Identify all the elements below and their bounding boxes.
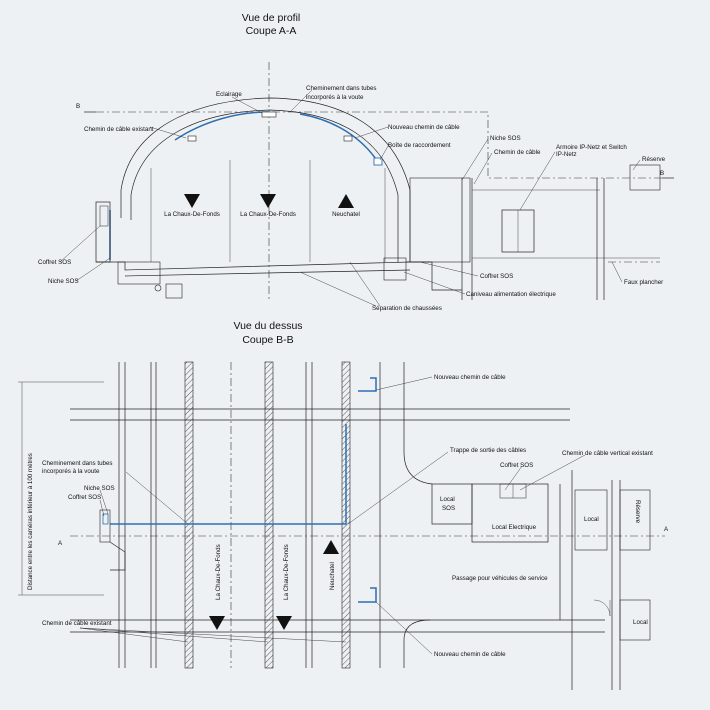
top-arrow-down-icon-2	[276, 616, 292, 630]
road-base	[124, 269, 411, 277]
top-leaders	[79, 376, 586, 655]
local-room-bottom	[619, 599, 651, 641]
top-new-cable-upper	[358, 377, 377, 392]
sos-niche-box	[95, 201, 111, 263]
section-line-b	[96, 111, 662, 179]
label-cheminement-top-1: Cheminement dans tubes	[42, 460, 113, 467]
niche-room	[409, 177, 471, 263]
label-coffret-sos-top: Coffret SOS	[68, 494, 101, 501]
profile-leaders	[59, 89, 641, 307]
profile-view: B B La Chaux-De-Fonds La Chaux-De-Fonds …	[38, 62, 674, 312]
label-local-elec: Local Electrique	[492, 524, 537, 531]
profile-direction-2: La Chaux-De-Fonds	[240, 211, 296, 218]
right-footing	[383, 257, 407, 281]
label-boite: Boîte de raccordement	[388, 142, 451, 149]
separator-1	[184, 361, 194, 669]
left-footing	[117, 261, 161, 285]
label-reserve: Réserve	[642, 156, 666, 163]
vault-outer	[120, 97, 411, 262]
section-b-left-label: B	[76, 103, 80, 110]
top-direction-1: La Chaux-De-Fonds	[215, 544, 222, 600]
label-local-right: Local	[584, 516, 599, 523]
junction-box-icon	[373, 157, 383, 166]
label-trappe: Trappe de sortie des câbles	[450, 447, 526, 454]
profile-subtitle: Coupe A-A	[246, 25, 297, 37]
tunnel-wall-right-curve	[403, 362, 433, 485]
label-local-bottom: Local	[633, 619, 648, 626]
label-chemin-existant-top: Chemin de câble existant	[42, 620, 112, 627]
profile-direction-1: La Chaux-De-Fonds	[164, 211, 220, 218]
arrow-down-icon-2	[260, 194, 276, 208]
profile-direction-3: Neuchatel	[332, 211, 360, 218]
label-coffret-sos-right: Coffret SOS	[480, 273, 513, 280]
label-passage: Passage pour véhicules de service	[452, 575, 548, 582]
tunnel-wall-right-bottom	[403, 619, 431, 668]
label-coffret-sos: Coffret SOS	[38, 259, 71, 266]
label-local-sos-1: Local	[440, 496, 455, 503]
label-niche-sos: Niche SOS	[48, 278, 79, 285]
top-arrow-down-icon-1	[209, 616, 225, 630]
local-sos-room	[431, 483, 473, 525]
top-subtitle: Coupe B-B	[242, 334, 293, 346]
label-separation: Séparation de chaussées	[372, 305, 442, 312]
reserve-room-plan	[619, 489, 651, 551]
section-b-right-label: B	[660, 170, 664, 177]
label-local-sos-2: SOS	[442, 505, 455, 512]
label-vertical: Chemin de câble vertical existant	[562, 450, 653, 457]
label-faux-plancher: Faux plancher	[624, 279, 663, 286]
arrow-up-icon-3	[338, 194, 354, 208]
top-niche-outline	[109, 541, 126, 571]
separator-2	[264, 361, 274, 669]
label-coffret-top: Coffret SOS	[500, 462, 533, 469]
top-direction-3: Neuchatel	[329, 562, 336, 590]
road-surface	[96, 261, 430, 271]
label-armoire-1: Armoire IP-Netz et Switch	[556, 144, 627, 151]
left-drain	[165, 283, 183, 299]
section-a-right-label: A	[664, 526, 669, 533]
label-cheminement-1: Cheminement dans tubes	[306, 85, 377, 92]
vault-inner	[130, 109, 399, 262]
section-a-left-label: A	[58, 540, 63, 547]
label-nouveau-bottom: Nouveau chemin de câble	[434, 651, 506, 658]
top-new-cable-lower	[358, 587, 377, 603]
label-armoire-2: IP-Netz	[556, 151, 577, 158]
local-room-right	[574, 489, 608, 551]
reserve-room	[629, 164, 661, 191]
pipe-icon	[154, 284, 162, 292]
label-niche-sos-top: Niche SOS	[84, 485, 115, 492]
profile-new-cable	[299, 113, 379, 163]
top-sos-niche	[99, 509, 111, 543]
label-caniveau: Caniveau alimentation électrique	[466, 291, 556, 298]
top-arrow-up-icon-3	[323, 540, 339, 554]
label-nouveau-top: Nouveau chemin de câble	[434, 374, 506, 381]
label-niche-sos-right: Niche SOS	[490, 135, 521, 142]
label-cheminement-top-2: incorporés à la voute	[42, 468, 100, 475]
label-nouveau-chemin: Nouveau chemin de câble	[388, 124, 460, 131]
top-view: Distance entre les caméras inférieur à 1…	[18, 361, 669, 690]
label-chemin-cable: Chemin de câble	[494, 149, 541, 156]
top-title: Vue du dessus	[233, 320, 302, 332]
top-sos-coffret	[102, 513, 109, 525]
label-cheminement-2: incorporés à la voute	[306, 94, 364, 101]
profile-existing-cable	[174, 111, 269, 141]
top-cable-run	[110, 424, 347, 525]
profile-title: Vue de profil	[242, 12, 301, 24]
camera-right-icon	[343, 135, 353, 142]
right-base	[406, 261, 462, 291]
local-elec-room	[471, 483, 549, 543]
label-reserve-plan: Réserve	[634, 500, 641, 524]
camera-left-icon	[187, 135, 197, 142]
light-fixture-icon	[261, 111, 277, 118]
label-chemin-existant: Chemin de câble existant	[84, 126, 154, 133]
label-eclairage: Eclairage	[216, 91, 242, 98]
sos-coffret-box	[99, 205, 109, 227]
label-side-distance: Distance entre les caméras inférieur à 1…	[27, 453, 34, 590]
door-swing-icon	[593, 599, 611, 617]
top-direction-2: La Chaux-De-Fonds	[283, 544, 290, 600]
arrow-down-icon-1	[184, 194, 200, 208]
